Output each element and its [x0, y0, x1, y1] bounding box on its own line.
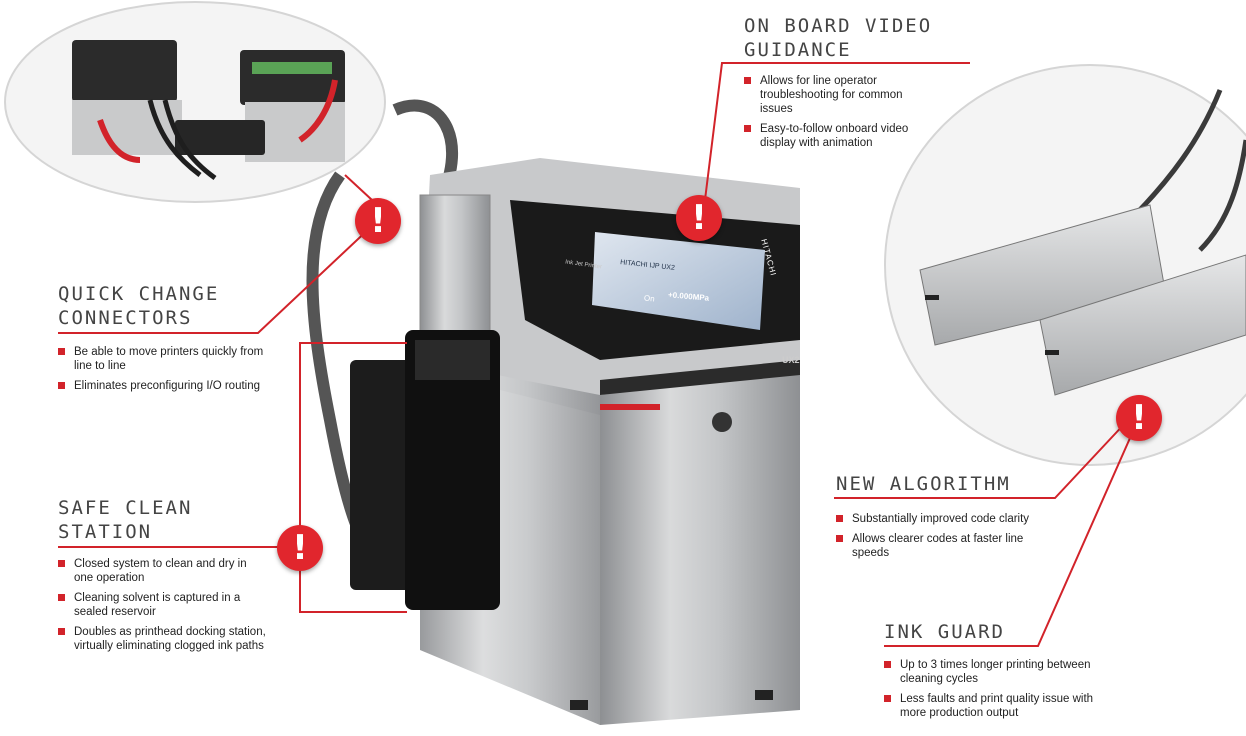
alert-icon-connectors: ! [355, 198, 401, 244]
video-bullet-2: Easy-to-follow onboard video display wit… [744, 122, 934, 150]
inkguard-bullet-2: Less faults and print quality issue with… [884, 692, 1099, 720]
model-badge: UX2 [782, 355, 800, 365]
connectors-heading: QUICK CHANGE CONNECTORS [58, 283, 220, 329]
video-bullet-1: Allows for line operator troubleshooting… [744, 74, 934, 116]
connectors-bullet-2: Eliminates preconfiguring I/O routing [58, 379, 268, 393]
screen-status: On [643, 293, 656, 304]
algorithm-heading: NEW ALGORITHM [836, 473, 1011, 495]
clean-bullet-1: Closed system to clean and dry in one op… [58, 557, 268, 585]
clean-station [350, 194, 500, 610]
connectors-inset [4, 1, 386, 203]
clean-heading: SAFE CLEAN STATION [58, 497, 193, 543]
inkguard-heading: INK GUARD [884, 621, 1005, 643]
clean-bullet-3: Doubles as printhead docking station, vi… [58, 625, 268, 653]
algorithm-bullet-2: Allows clearer codes at faster line spee… [836, 532, 1041, 560]
clean-bullets: Closed system to clean and dry in one op… [58, 557, 268, 659]
alert-icon-clean: ! [277, 525, 323, 571]
video-heading: ON BOARD VIDEO GUIDANCE [744, 15, 933, 61]
leader-lines [58, 62, 1139, 647]
connectors-bullets: Be able to move printers quickly from li… [58, 345, 268, 399]
clean-bullet-2: Cleaning solvent is captured in a sealed… [58, 591, 268, 619]
printhead-inset [884, 64, 1246, 466]
video-bullets: Allows for line operator troubleshooting… [744, 74, 934, 156]
alert-icon-video: ! [676, 195, 722, 241]
inkguard-bullet-1: Up to 3 times longer printing between cl… [884, 658, 1099, 686]
connectors-bullet-1: Be able to move printers quickly from li… [58, 345, 268, 373]
inkguard-bullets: Up to 3 times longer printing between cl… [884, 658, 1099, 726]
algorithm-bullet-1: Substantially improved code clarity [836, 512, 1041, 526]
alert-icon-algorithm: ! [1116, 395, 1162, 441]
algorithm-bullets: Substantially improved code clarity Allo… [836, 512, 1041, 566]
